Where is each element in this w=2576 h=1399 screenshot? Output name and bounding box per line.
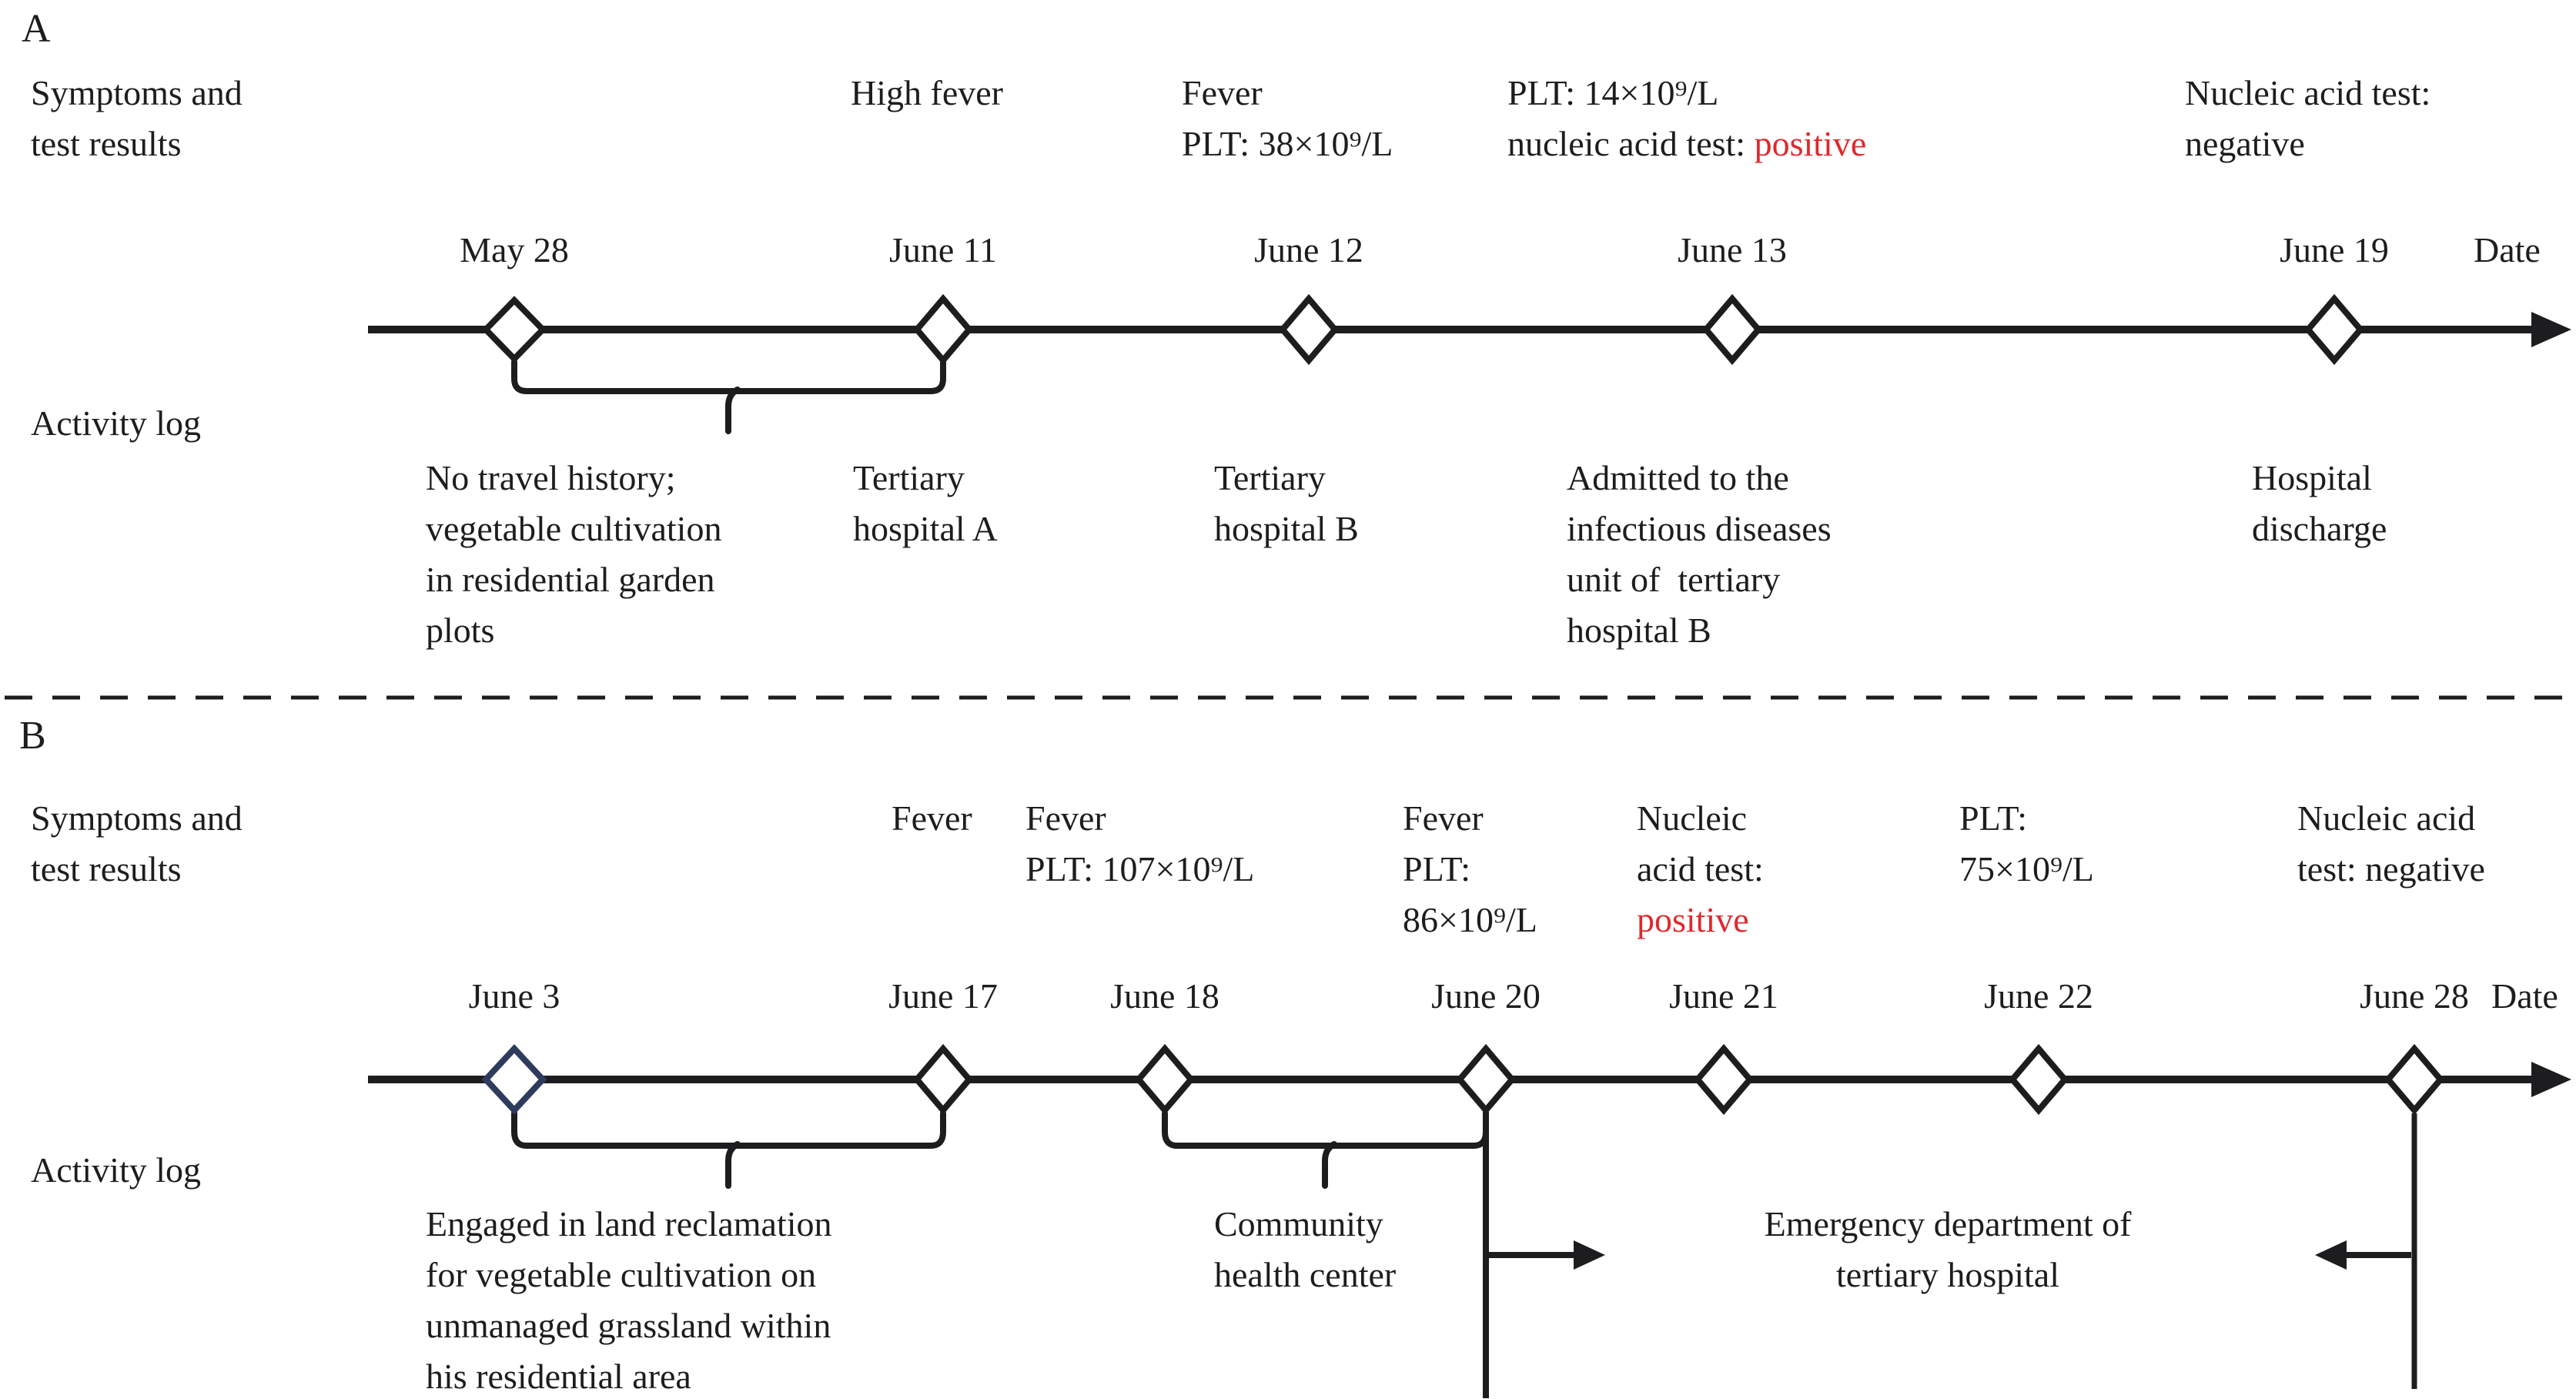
- date-a-june19: June 19: [2280, 230, 2389, 269]
- symptom-b-june21: Nucleic acid test: positive: [1637, 793, 1764, 945]
- date-b-june20: June 20: [1431, 976, 1541, 1016]
- symptom-b-june18: Fever PLT: 107×10⁹/L: [1025, 798, 1255, 889]
- transfer-arrow-right-icon: [1574, 1240, 1605, 1270]
- panel-b-activity-heading: Activity log: [31, 1150, 202, 1190]
- activity-b-june3: Engaged in land reclamation for vegetabl…: [426, 1204, 832, 1396]
- brace-a-tail-icon: [725, 387, 741, 434]
- symptom-b-june20: Fever PLT: 86×10⁹/L: [1403, 798, 1537, 939]
- panel-b-label: B: [19, 714, 46, 758]
- date-a-june13: June 13: [1678, 230, 1787, 269]
- brace-b-june18-june20: [1162, 1110, 1489, 1149]
- brace-b2-tail-icon: [1322, 1141, 1337, 1189]
- activity-a-may28: No travel history; vegetable cultivation…: [426, 458, 722, 650]
- milestone-b-june3-icon: [481, 1044, 547, 1115]
- symptom-a-june19: Nucleic acid test: negative: [2185, 73, 2431, 163]
- date-b-june18: June 18: [1110, 976, 1219, 1016]
- panel-a-symptoms-heading: Symptoms and test results: [31, 73, 243, 163]
- symptom-b-june17: Fever: [892, 798, 972, 838]
- symptom-a-june13-text: PLT: 14×10⁹/L nucleic acid test:: [1507, 73, 1746, 163]
- symptom-a-june13-positive: positive: [1754, 124, 1867, 163]
- date-b-june28: June 28: [2360, 976, 2469, 1016]
- date-b-june3: June 3: [468, 976, 560, 1016]
- milestone-b-june20-icon: [1455, 1043, 1517, 1116]
- activity-b-june28: Emergency department of tertiary hospita…: [1764, 1204, 2132, 1294]
- date-a-june11: June 11: [888, 230, 998, 269]
- activity-a-june19: Hospital discharge: [2252, 458, 2387, 548]
- timeline-a-arrowhead-icon: [2531, 312, 2571, 347]
- milestone-b-june18-icon: [1134, 1043, 1196, 1116]
- date-a-june12: June 12: [1254, 230, 1363, 269]
- date-b-june17: June 17: [888, 976, 998, 1016]
- date-axis-label-b: Date: [2491, 976, 2558, 1016]
- symptom-b-june21-positive: positive: [1637, 900, 1749, 939]
- symptom-b-june28: Nucleic acid test: negative: [2297, 798, 2485, 889]
- activity-a-june11: Tertiary hospital A: [853, 458, 998, 548]
- date-axis-label-a: Date: [2474, 230, 2541, 269]
- symptom-b-june22: PLT: 75×10⁹/L: [1959, 798, 2094, 889]
- panel-a-label: A: [22, 7, 51, 51]
- brace-b-june3-june17: [511, 1110, 946, 1149]
- panel-b-symptoms-heading: Symptoms and test results: [31, 798, 243, 889]
- milestone-b-june21-icon: [1693, 1043, 1755, 1116]
- symptom-a-june12: Fever PLT: 38×10⁹/L: [1182, 73, 1393, 163]
- date-b-june22: June 22: [1984, 976, 2093, 1016]
- transfer-arrow-left-icon: [2315, 1240, 2347, 1270]
- milestone-a-june19-icon: [2303, 293, 2365, 366]
- milestone-b-june28-icon: [2384, 1043, 2445, 1116]
- activity-b-june18: Community health center: [1214, 1204, 1397, 1294]
- brace-b1-tail-icon: [725, 1141, 741, 1189]
- activity-a-june12: Tertiary hospital B: [1214, 458, 1359, 548]
- milestone-a-june13-icon: [1701, 293, 1763, 366]
- milestone-b-june17-icon: [912, 1043, 974, 1116]
- date-a-may28: May 28: [460, 230, 569, 269]
- panel-a-activity-heading: Activity log: [31, 403, 202, 443]
- activity-a-june13: Admitted to the infectious diseases unit…: [1567, 458, 1832, 650]
- timeline-a: [368, 293, 2571, 434]
- brace-a-may28-june11: [511, 359, 946, 394]
- milestone-a-june11-icon: [912, 293, 974, 366]
- symptom-a-june13: PLT: 14×10⁹/L nucleic acid test: positiv…: [1507, 68, 1866, 169]
- milestone-a-june12-icon: [1278, 293, 1340, 366]
- timeline-b: [368, 1043, 2571, 1398]
- milestone-b-june22-icon: [2008, 1043, 2069, 1116]
- timeline-b-arrowhead-icon: [2531, 1062, 2571, 1097]
- symptom-a-june11: High fever: [851, 73, 1003, 112]
- symptom-b-june21-text: Nucleic acid test:: [1637, 798, 1764, 889]
- milestone-a-may28-icon: [481, 296, 547, 363]
- date-b-june21: June 21: [1669, 976, 1778, 1016]
